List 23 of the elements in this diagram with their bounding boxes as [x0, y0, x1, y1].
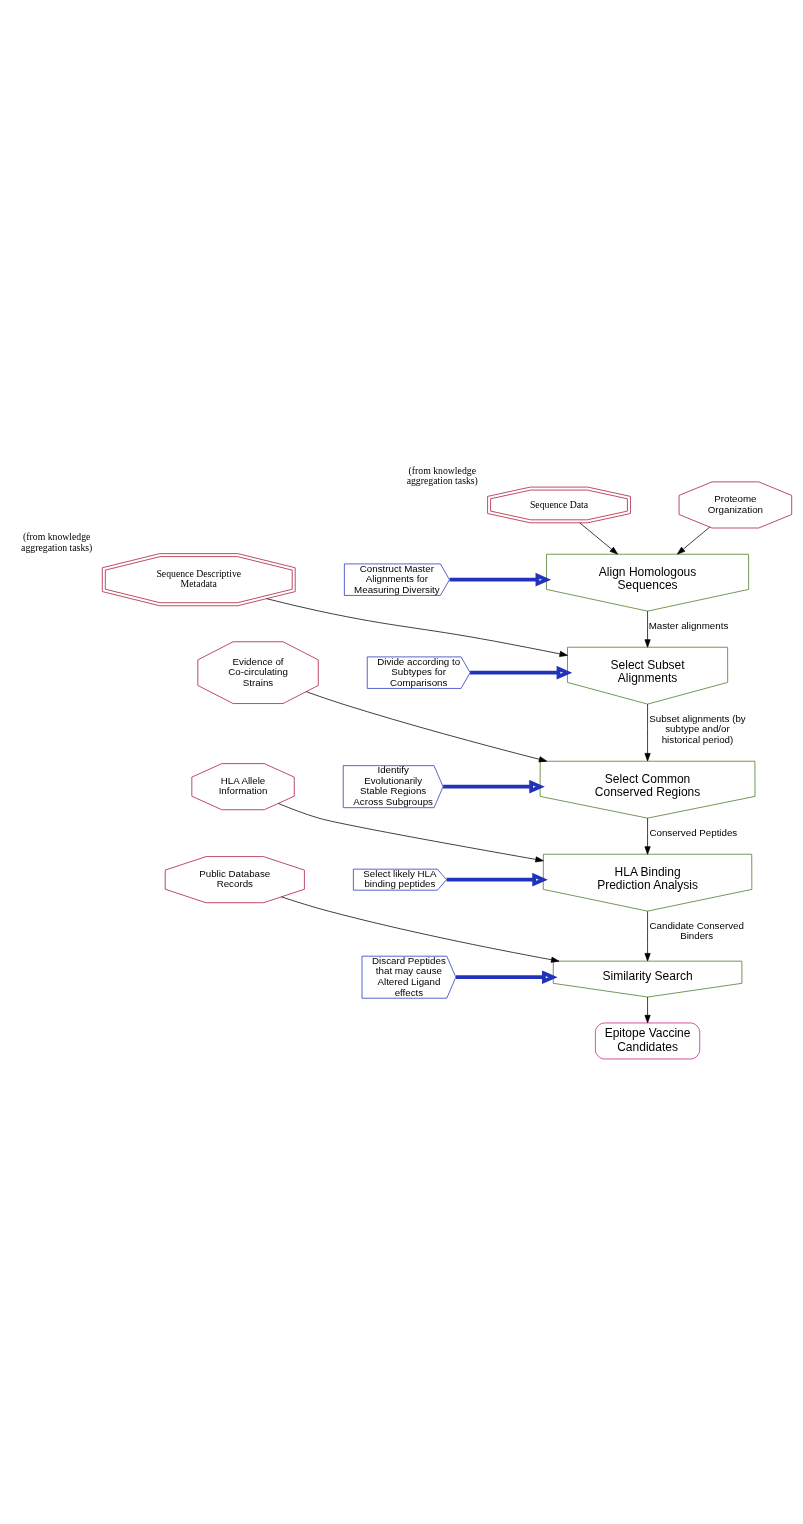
node-label: (from knowledge aggregation tasks): [406, 464, 478, 486]
edge-label: Candidate Conserved Binders: [649, 919, 744, 941]
arrow: [644, 610, 651, 648]
arrow: [644, 703, 651, 761]
arrow: [446, 872, 548, 886]
arrow: [443, 779, 545, 793]
arrow: [677, 526, 711, 554]
node-label: (from knowledge aggregation tasks): [21, 530, 93, 553]
arrow: [281, 896, 560, 963]
arrow: [470, 665, 573, 679]
arrow: [456, 969, 558, 984]
arrow: [278, 802, 544, 862]
arrow: [266, 597, 568, 657]
arrow: [305, 690, 548, 762]
edge-label: Subset alignments (by subtype and/or historical period): [649, 712, 746, 745]
edge-label: Conserved Peptides: [649, 826, 738, 838]
arrow: [644, 996, 651, 1023]
node-box: Epitope Vaccine Candidates: [595, 1022, 701, 1059]
edge-label: Master alignments: [648, 619, 729, 631]
arrow: [644, 817, 651, 855]
arrow: [449, 572, 552, 586]
arrow: [579, 522, 618, 554]
arrow: [644, 910, 651, 961]
